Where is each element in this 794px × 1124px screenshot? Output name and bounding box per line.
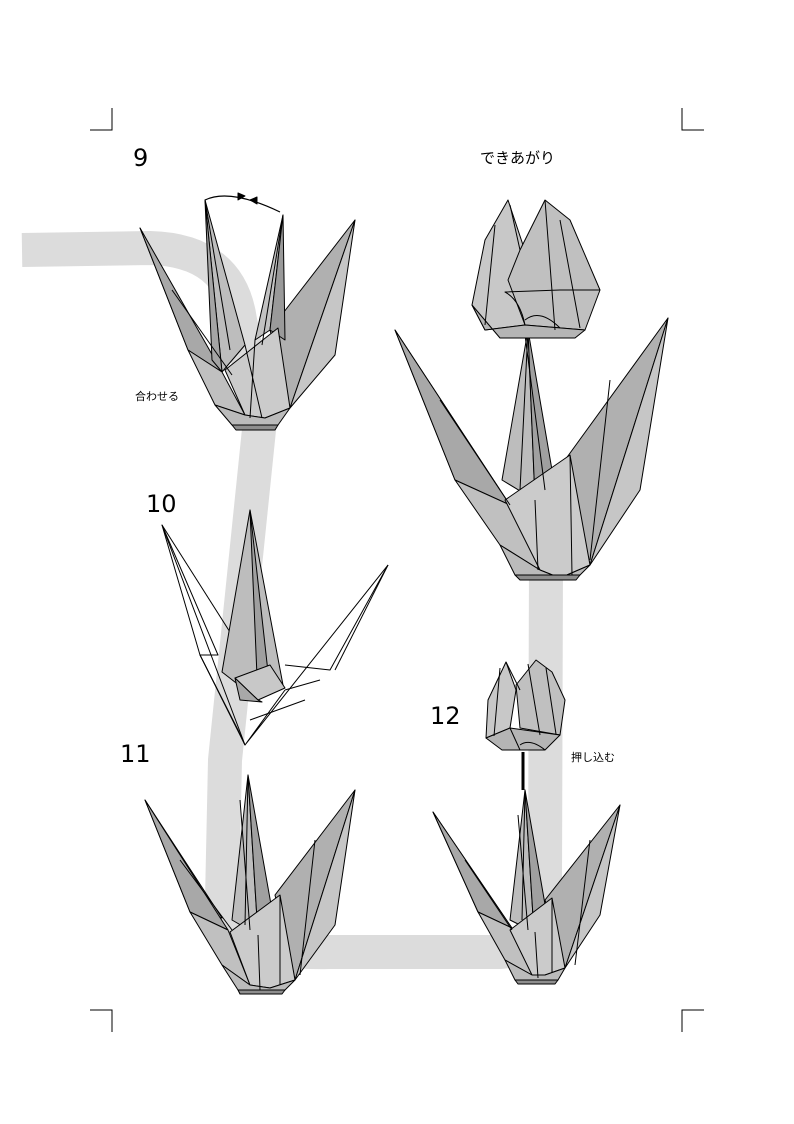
step-10-number: 10 [146, 490, 177, 518]
step-9-number: 9 [133, 144, 149, 172]
crop-marks [90, 108, 704, 1032]
step11-tulip [144, 774, 356, 995]
step-12-instruction: 押し込む [571, 751, 615, 764]
step12-bud [485, 659, 566, 790]
step-12-number: 12 [430, 702, 461, 730]
finished-tulip [394, 317, 669, 581]
step10-tulip [161, 509, 389, 746]
step-11-number: 11 [120, 740, 151, 768]
finished-title: できあがり [480, 149, 556, 167]
finished-bud [471, 199, 601, 339]
step-9-instruction: 合わせる [135, 390, 179, 403]
step9-tulip [139, 192, 356, 431]
step12-tulip [432, 789, 621, 985]
